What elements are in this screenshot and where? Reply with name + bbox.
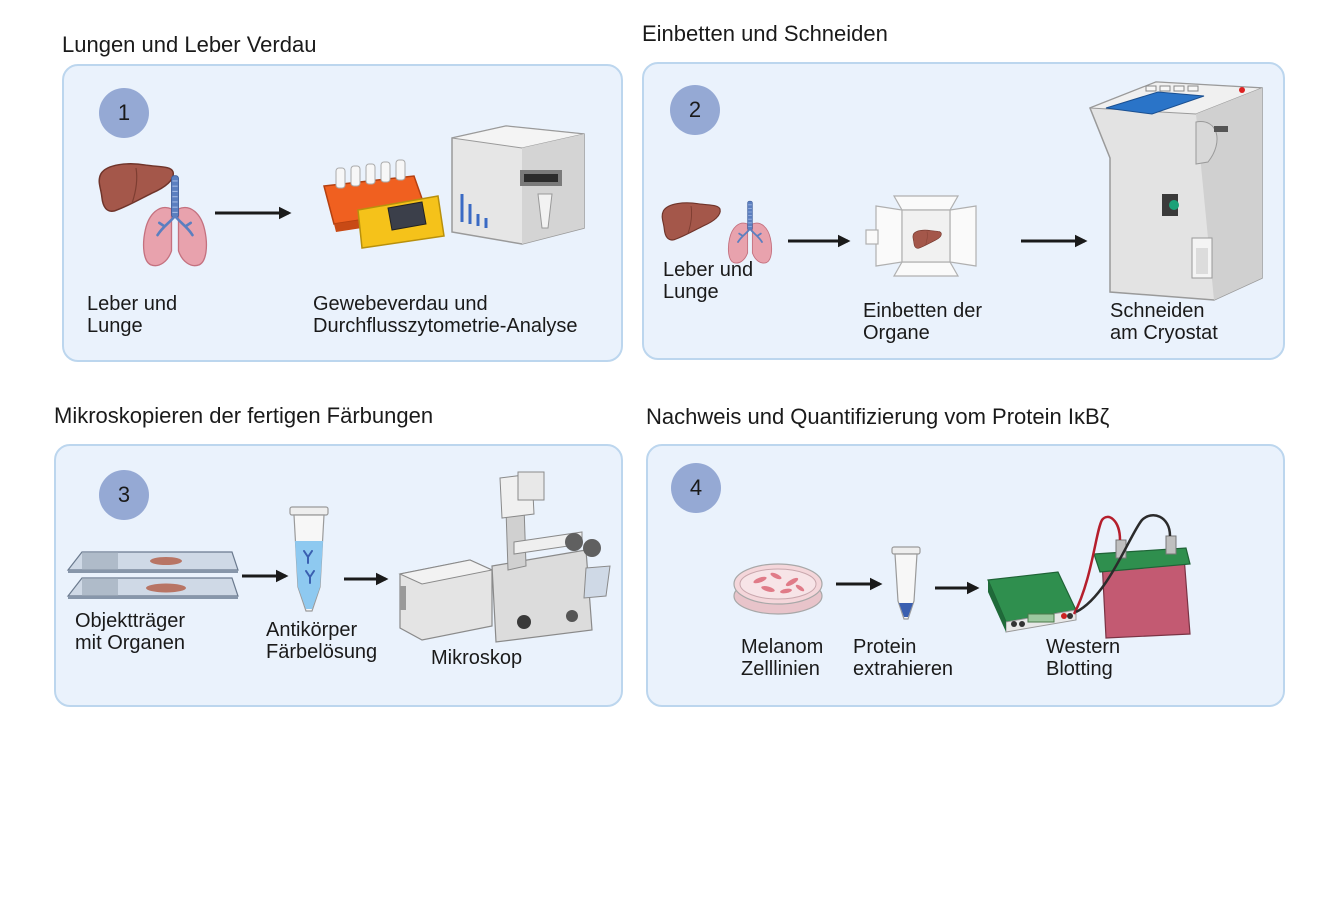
tissue-dissociator-icon <box>323 159 445 249</box>
arrow-icon <box>215 206 292 220</box>
section-4-title: Nachweis und Quantifizierung vom Protein… <box>646 404 1110 429</box>
arrow-icon <box>344 572 389 586</box>
lungs-icon <box>134 174 216 270</box>
arrow-icon <box>242 569 289 583</box>
protein-tube-icon <box>891 546 921 620</box>
section-3-microscope-label: Mikroskop <box>431 647 523 669</box>
arrow-icon <box>1021 234 1088 248</box>
microscope-icon <box>398 471 611 643</box>
flow-cytometer-icon <box>451 125 585 245</box>
cryostat-icon <box>1089 81 1263 301</box>
petri-dish-icon <box>733 563 823 615</box>
arrow-icon <box>935 581 980 595</box>
step-1-badge: 1 <box>99 88 149 138</box>
embedding-mold-icon <box>865 195 977 277</box>
microscope-slides-icon <box>66 551 239 599</box>
step-3-badge: 3 <box>99 470 149 520</box>
section-2-title: Einbetten und Schneiden <box>642 21 888 46</box>
antibody-tube-icon <box>289 506 329 612</box>
arrow-icon <box>788 234 851 248</box>
liver-icon <box>660 200 722 242</box>
section-3-title: Mikroskopieren der fertigen Färbungen <box>54 403 434 428</box>
lungs-icon <box>720 200 780 266</box>
section-1-title: Lungen und Leber Verdau <box>62 32 317 57</box>
step-2-badge: 2 <box>670 85 720 135</box>
step-4-badge: 4 <box>671 463 721 513</box>
arrow-icon <box>836 577 883 591</box>
western-blot-apparatus-icon <box>987 514 1191 639</box>
